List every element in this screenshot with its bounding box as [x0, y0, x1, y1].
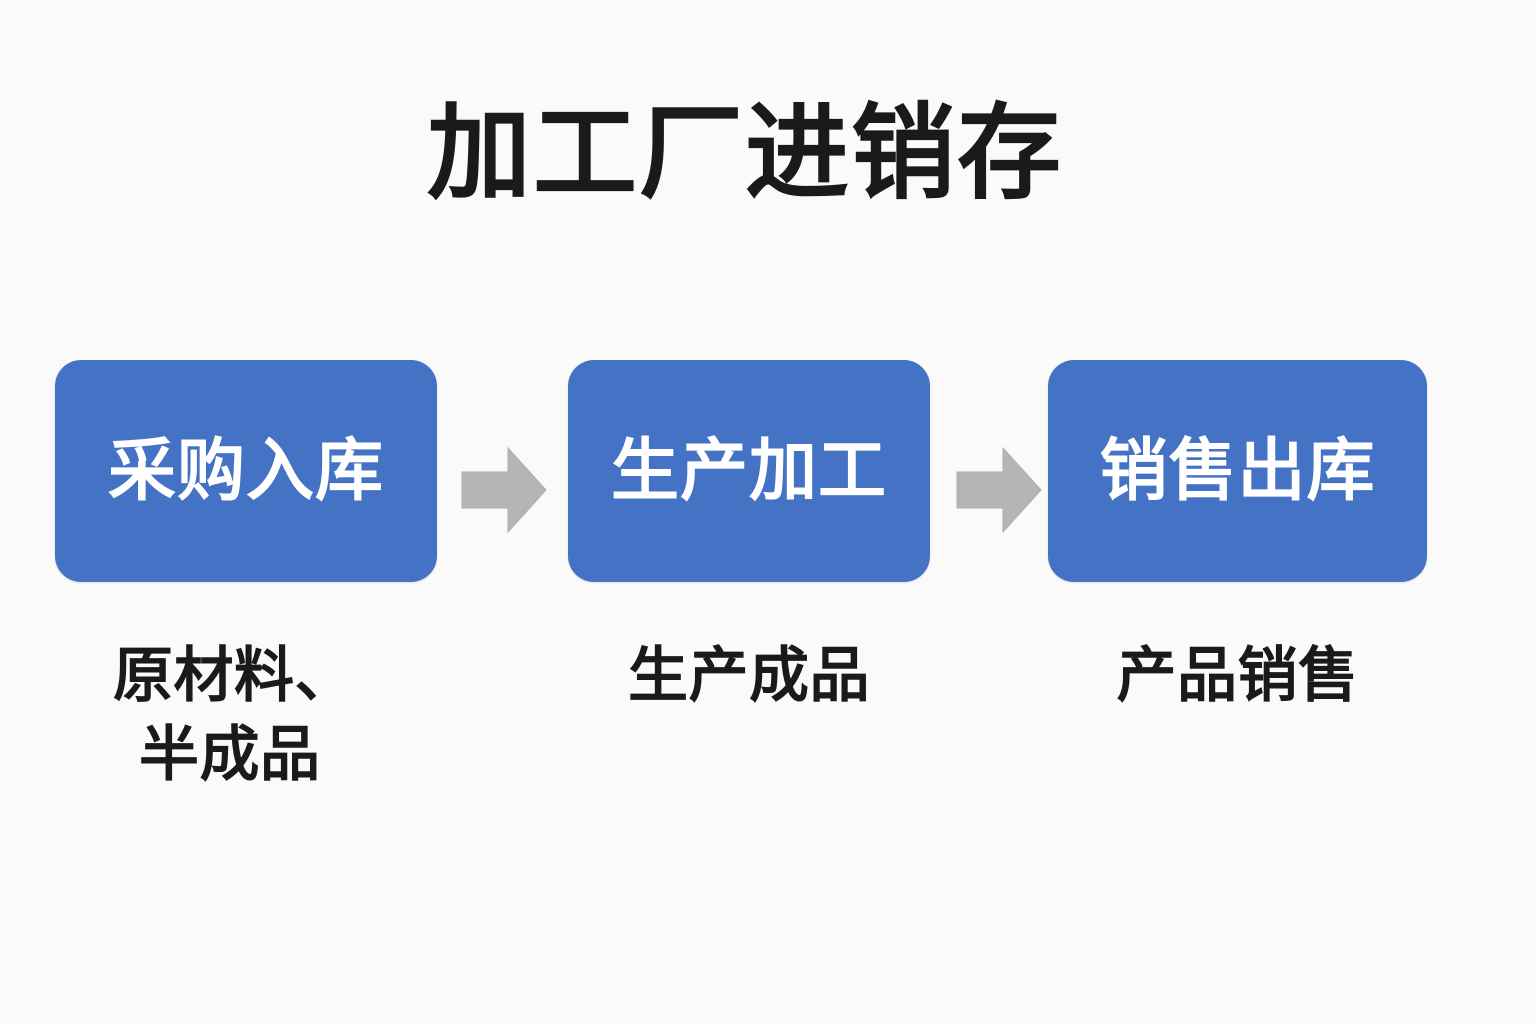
stage-caption-line: 原材料、 — [113, 642, 355, 709]
stage-box-label: 生产加工 — [610, 433, 887, 509]
stage-caption-purchase-inbound: 原材料、 半成品 — [113, 636, 473, 794]
stage-caption-production: 生产成品 — [568, 636, 930, 715]
stage-box-label: 采购入库 — [107, 433, 384, 509]
arrow-right-icon — [955, 444, 1043, 536]
page-title: 加工厂进销存 — [426, 96, 1063, 212]
stage-caption-sales-outbound: 产品销售 — [1048, 636, 1427, 715]
stage-box-production[interactable]: 生产加工 — [568, 360, 930, 582]
arrow-right-icon — [460, 444, 548, 536]
stage-box-label: 销售出库 — [1099, 433, 1376, 509]
stage-caption-line: 产品销售 — [1116, 642, 1359, 709]
stage-box-sales-outbound[interactable]: 销售出库 — [1048, 360, 1427, 582]
stage-caption-line: 半成品 — [139, 721, 321, 789]
process-flow-row: 采购入库 生产加工 销售出库 — [0, 360, 1536, 582]
stage-caption-line: 生产成品 — [628, 642, 870, 709]
stage-box-purchase-inbound[interactable]: 采购入库 — [55, 360, 437, 582]
